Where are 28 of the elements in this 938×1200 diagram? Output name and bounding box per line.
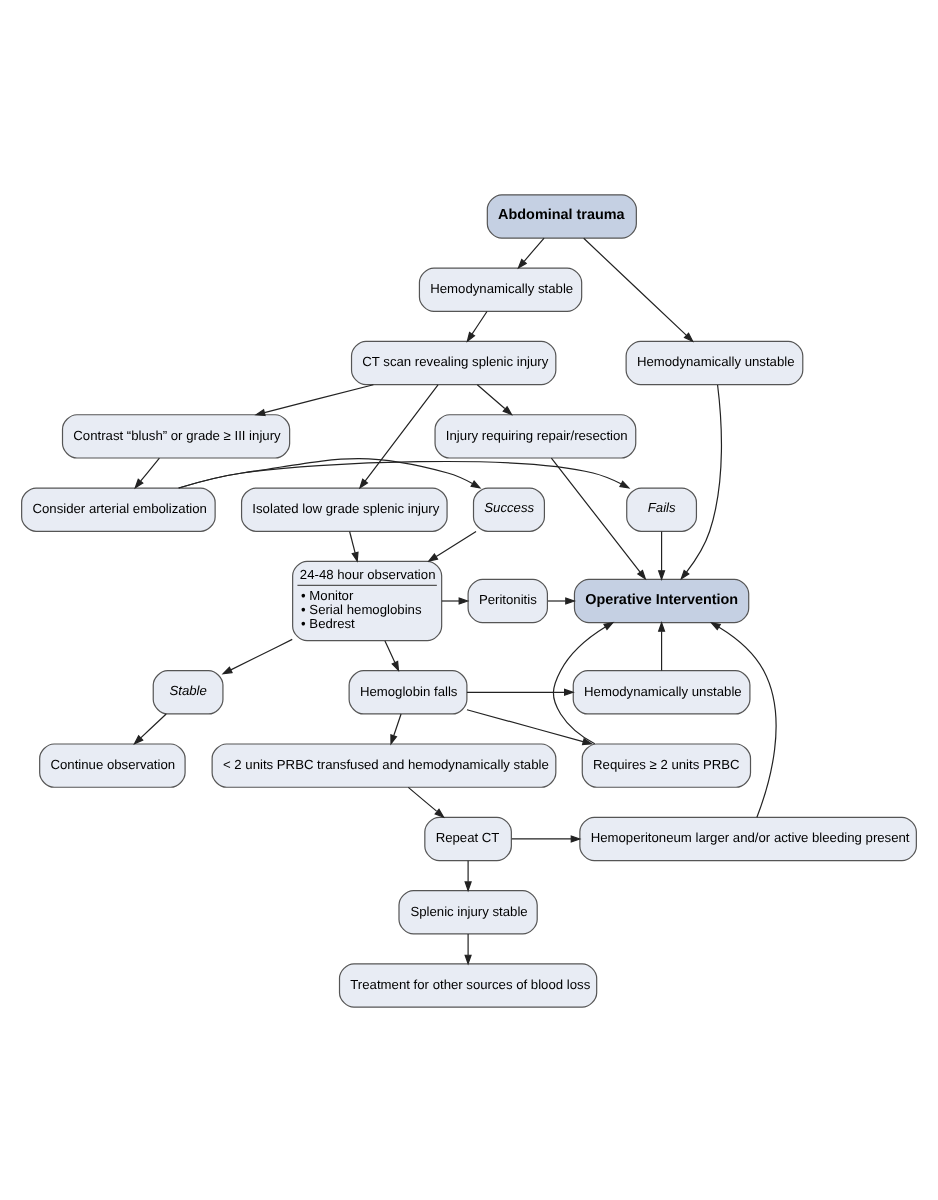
arrow	[427, 529, 477, 562]
arrow	[511, 834, 582, 842]
arrow	[657, 529, 666, 581]
arrow	[547, 596, 576, 604]
arrow	[464, 932, 472, 965]
arrow	[583, 236, 694, 342]
arrow	[550, 456, 647, 580]
arrow	[384, 639, 400, 671]
arrow	[476, 383, 513, 415]
arrow	[464, 859, 472, 892]
arrow	[178, 459, 631, 488]
arrow	[466, 708, 594, 745]
arrow	[709, 620, 777, 817]
arrow	[134, 456, 160, 489]
arrow	[358, 383, 439, 489]
arrow	[133, 712, 167, 744]
arrow	[517, 236, 545, 269]
arrow	[254, 383, 374, 416]
arrow	[221, 637, 293, 674]
arrow	[552, 620, 615, 744]
arrow	[349, 529, 359, 562]
arrow	[441, 596, 470, 604]
arrow	[466, 687, 575, 696]
arrow	[657, 620, 666, 671]
arrow	[680, 383, 722, 580]
arrow	[466, 309, 488, 342]
arrow	[390, 712, 402, 745]
arrow	[407, 785, 445, 818]
